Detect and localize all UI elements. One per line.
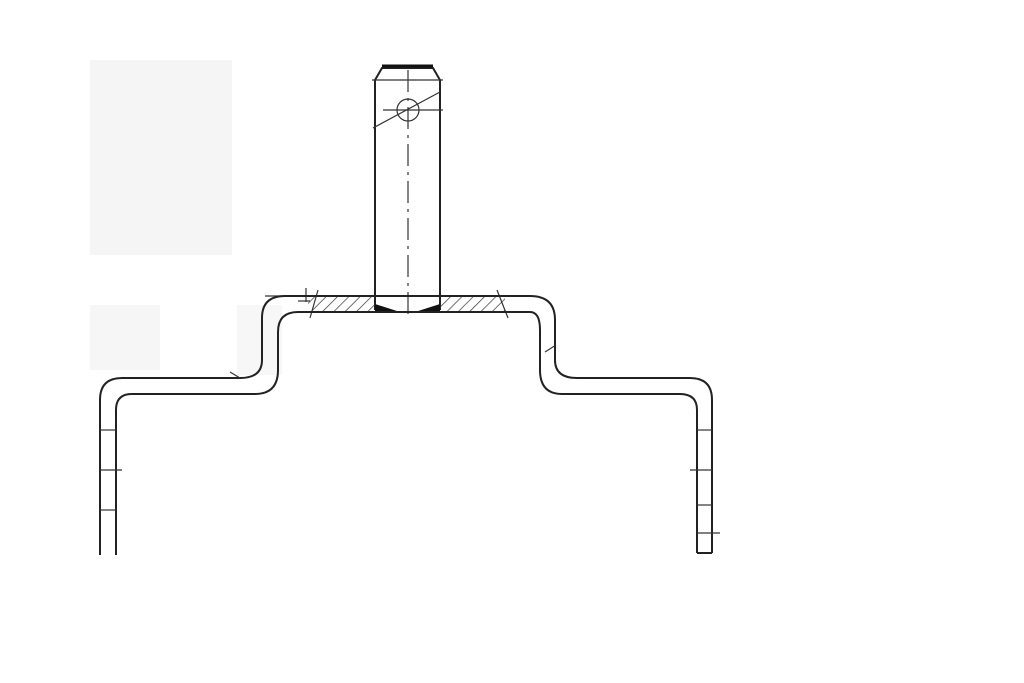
bent-strap (99, 295, 720, 555)
weld (415, 304, 440, 312)
weld (375, 304, 400, 312)
faded-patch (90, 60, 232, 255)
post (372, 64, 443, 320)
diameter-dimension (372, 91, 441, 129)
plate-section (265, 288, 530, 319)
faded-patch (90, 305, 160, 370)
faded-patch (237, 305, 282, 375)
